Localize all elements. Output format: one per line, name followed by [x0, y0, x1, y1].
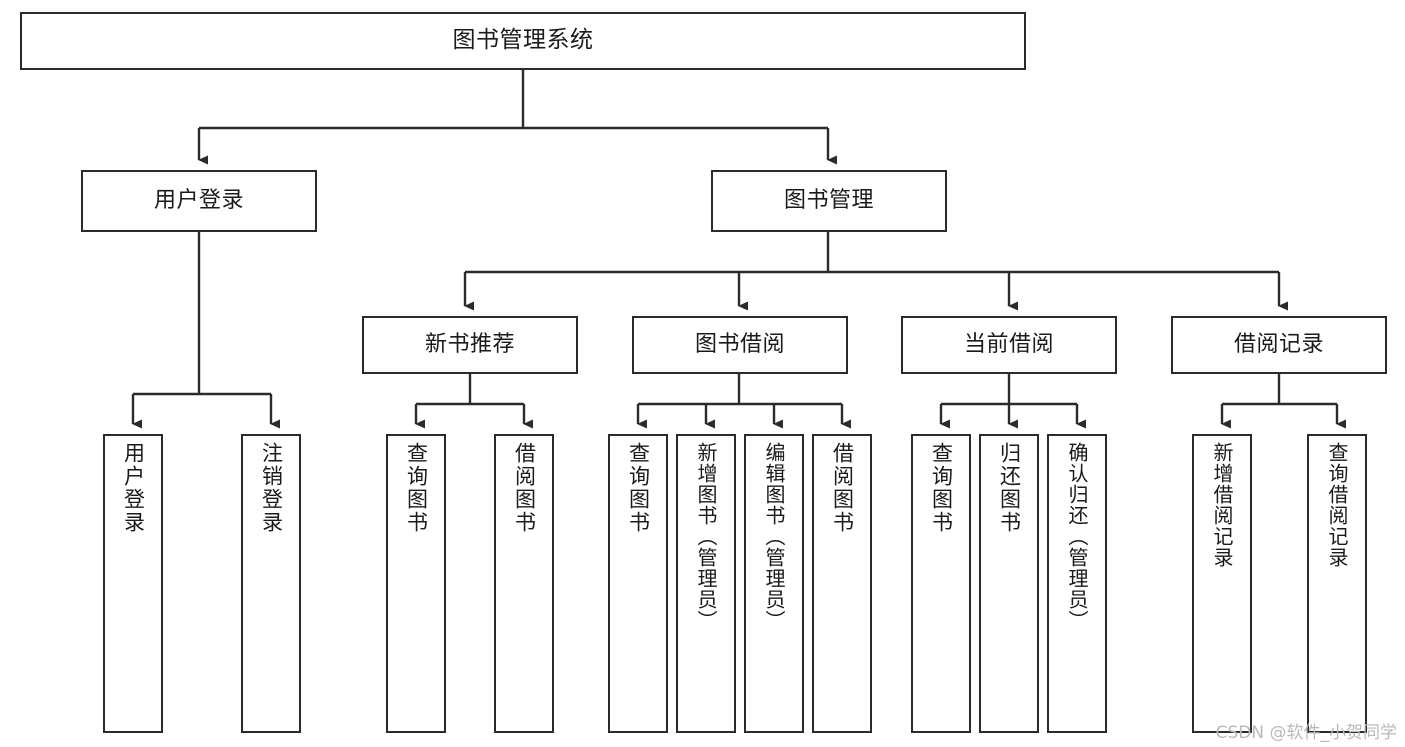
node-borrow-record[interactable]: 借阅记录 [1171, 316, 1387, 374]
leaf-query-book-current[interactable]: 查询图书 [911, 434, 971, 733]
node-label: 归还图书 [997, 442, 1022, 534]
node-label: 新增图书（管理员） [694, 442, 718, 631]
node-root-system[interactable]: 图书管理系统 [20, 12, 1026, 70]
node-label: 查询图书 [404, 442, 429, 534]
leaf-return-book[interactable]: 归还图书 [979, 434, 1039, 733]
node-label: 借阅图书 [830, 442, 855, 534]
leaf-query-book-borrow[interactable]: 查询图书 [608, 434, 668, 733]
node-label: 确认归还（管理员） [1065, 442, 1089, 631]
node-user-login[interactable]: 用户登录 [81, 170, 317, 232]
node-book-management[interactable]: 图书管理 [711, 170, 947, 232]
node-label: 查询图书 [626, 442, 651, 534]
leaf-query-borrow-record[interactable]: 查询借阅记录 [1307, 434, 1367, 733]
node-label: 用户登录 [121, 442, 146, 534]
leaf-add-borrow-record[interactable]: 新增借阅记录 [1192, 434, 1252, 733]
leaf-user-login[interactable]: 用户登录 [103, 434, 163, 733]
node-label: 图书借阅 [694, 332, 785, 358]
node-label: 当前借阅 [963, 332, 1054, 358]
node-label: 借阅记录 [1233, 332, 1324, 358]
node-label: 借阅图书 [512, 442, 537, 534]
leaf-edit-book-admin[interactable]: 编辑图书（管理员） [744, 434, 804, 733]
node-new-book-recommend[interactable]: 新书推荐 [362, 316, 578, 374]
node-label: 图书管理系统 [452, 27, 594, 54]
watermark: CSDN @软件_小贺同学 [1215, 723, 1397, 743]
node-label: 编辑图书（管理员） [762, 442, 786, 631]
leaf-borrow-book-borrow[interactable]: 借阅图书 [812, 434, 872, 733]
node-label: 查询借阅记录 [1325, 442, 1349, 568]
leaf-logout-login[interactable]: 注销登录 [241, 434, 301, 733]
leaf-add-book-admin[interactable]: 新增图书（管理员） [676, 434, 736, 733]
node-label: 新增借阅记录 [1210, 442, 1234, 568]
node-label: 查询图书 [929, 442, 954, 534]
node-book-borrow[interactable]: 图书借阅 [632, 316, 848, 374]
node-label: 新书推荐 [424, 332, 515, 358]
leaf-confirm-return-admin[interactable]: 确认归还（管理员） [1047, 434, 1107, 733]
node-current-borrow[interactable]: 当前借阅 [901, 316, 1117, 374]
leaf-query-book-newbook[interactable]: 查询图书 [386, 434, 446, 733]
leaf-borrow-book-newbook[interactable]: 借阅图书 [494, 434, 554, 733]
node-label: 图书管理 [783, 188, 874, 214]
node-label: 注销登录 [259, 442, 284, 534]
node-label: 用户登录 [153, 188, 244, 214]
